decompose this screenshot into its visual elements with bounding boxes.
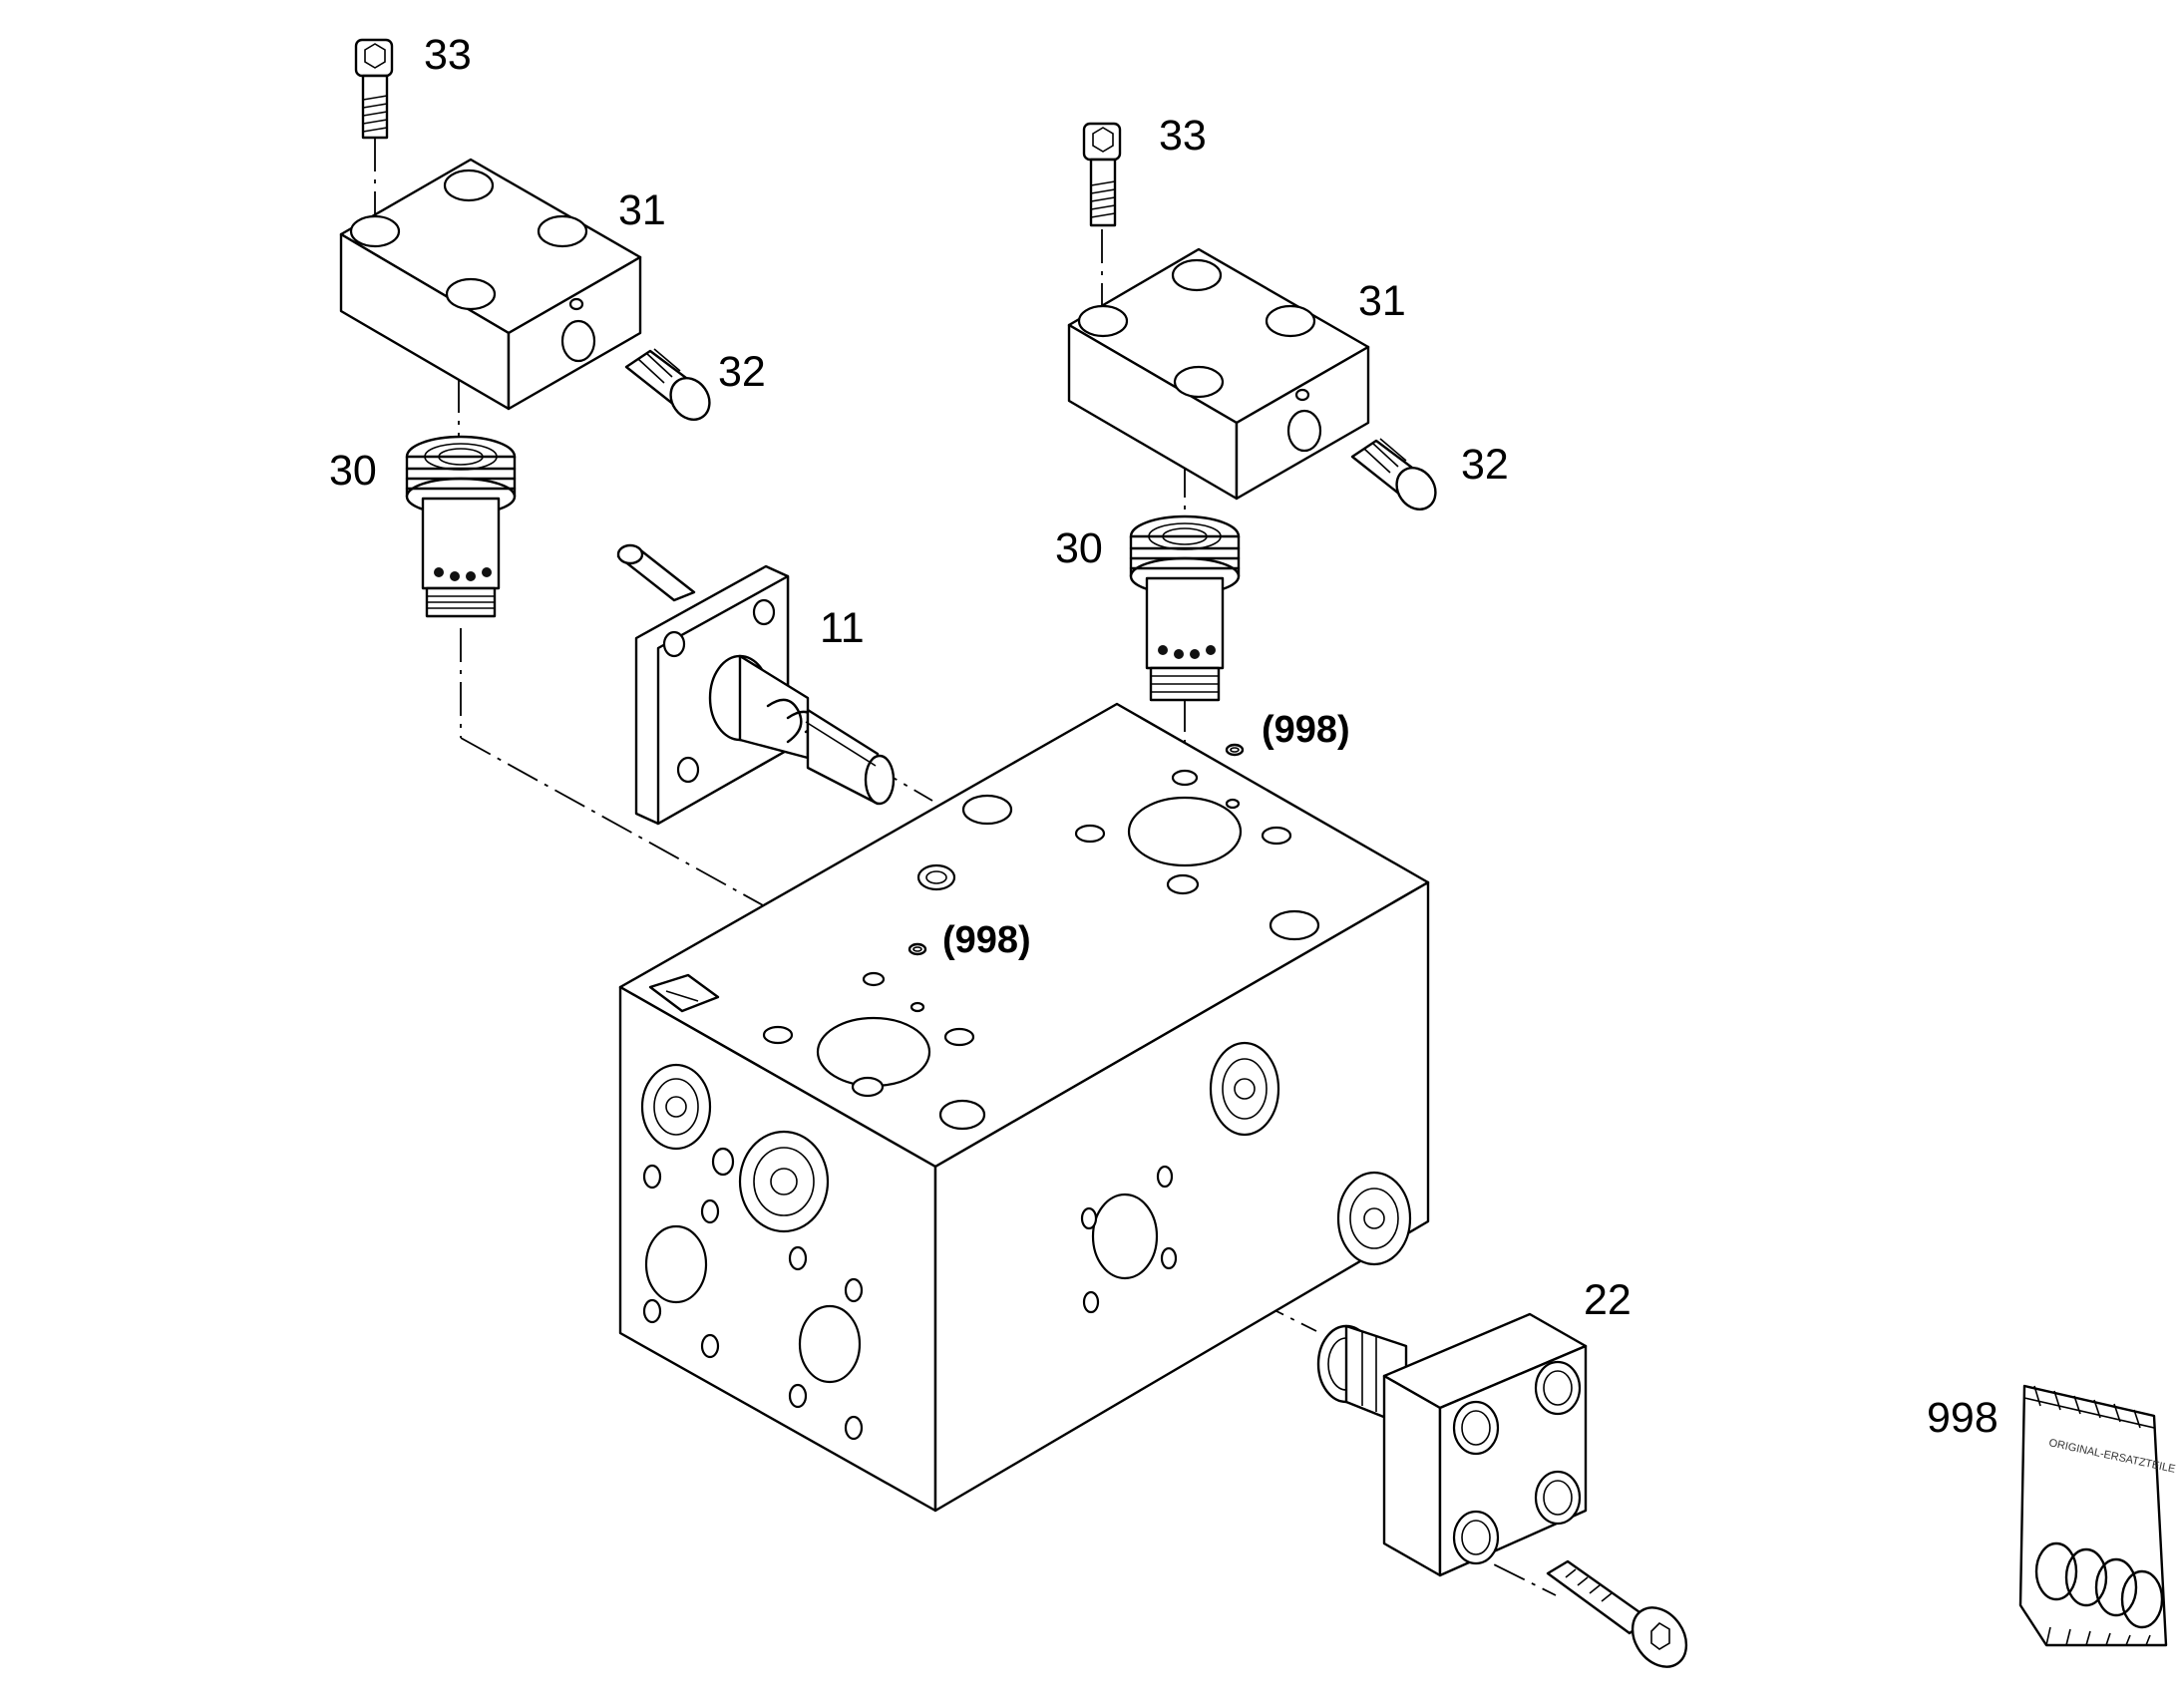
cartridge-right: [1129, 514, 1241, 702]
callout-labels: 33 31 32 30 33 31 32 30 11 (998) (998) 2…: [329, 31, 1998, 1442]
callout-plug-left: 32: [718, 348, 766, 396]
callout-seal-left: (998): [942, 919, 1031, 961]
seal-rings: [908, 743, 1245, 956]
callout-screw-right: 33: [1159, 112, 1207, 160]
screw-side: [1546, 1559, 1688, 1668]
callout-screw-left: 33: [424, 31, 472, 79]
callout-plug-right: 32: [1461, 441, 1509, 489]
screw-left: [354, 38, 394, 140]
callout-seal-kit: 998: [1927, 1394, 1998, 1442]
callout-side-valve: 22: [1584, 1276, 1632, 1324]
manifold-block: [618, 702, 1430, 1513]
block-left: [339, 158, 642, 411]
callout-cartridge-right: 30: [1055, 524, 1103, 572]
callout-block-right: 31: [1358, 277, 1406, 325]
block-right: [1067, 247, 1370, 501]
solenoid-valve: [616, 543, 896, 826]
plug-right: [1350, 438, 1437, 511]
plug-left: [624, 348, 711, 421]
seal-kit-bag: ORIGINAL-ERSATZTEILE: [2018, 1384, 2176, 1647]
screw-right: [1082, 122, 1122, 227]
callout-cartridge-left: 30: [329, 447, 377, 495]
callout-seal-right: (998): [1262, 709, 1350, 751]
side-valve: [1316, 1312, 1588, 1577]
cartridge-left: [405, 435, 517, 618]
callout-solenoid-valve: 11: [820, 604, 865, 652]
callout-block-left: 31: [618, 186, 666, 234]
